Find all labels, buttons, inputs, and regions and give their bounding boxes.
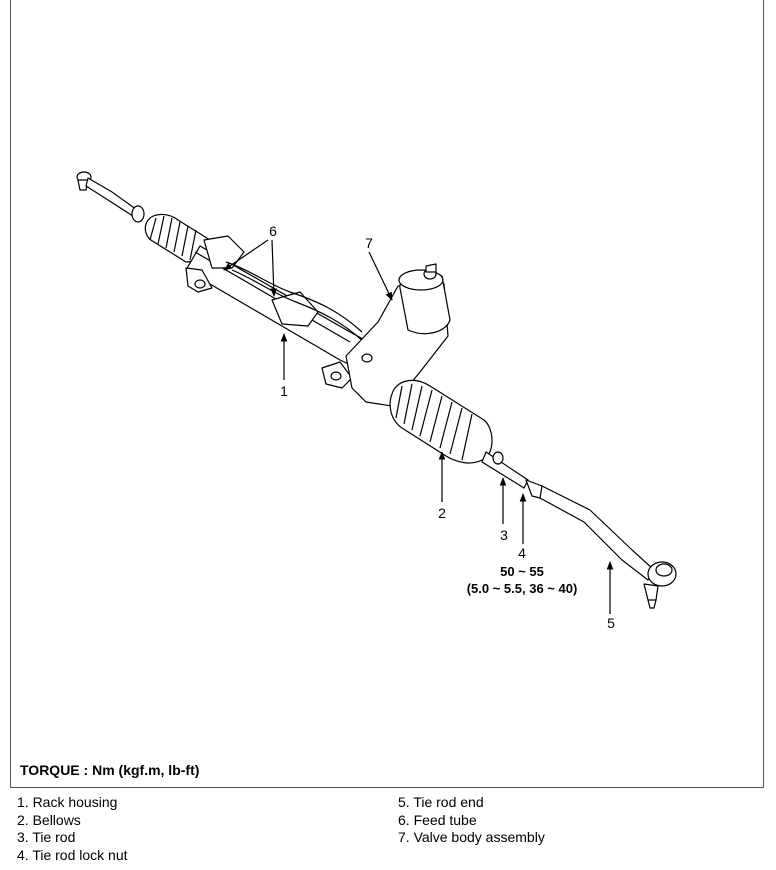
callout-7: 7 <box>365 235 373 251</box>
legend-item-tie-rod: 3. Tie rod <box>17 829 76 845</box>
callout-5: 5 <box>607 615 615 631</box>
torque-value: 50 ~ 55 <box>500 564 544 579</box>
right-tie-rod <box>481 451 529 489</box>
right-tie-rod-end <box>539 485 677 609</box>
leader-7 <box>368 251 393 301</box>
legend-item-tie-rod-lock-nut: 4. Tie rod lock nut <box>17 846 128 863</box>
callout-2: 2 <box>438 505 446 521</box>
legend-right: 5. Tie rod end 6. Feed tube 7. Valve bod… <box>398 794 545 847</box>
legend-item-tie-rod-end: 5. Tie rod end <box>398 794 484 810</box>
torque-units-title: TORQUE : Nm (kgf.m, lb-ft) <box>20 762 200 778</box>
diagram-frame <box>10 0 764 788</box>
callout-1: 1 <box>280 383 288 399</box>
steering-gear-diagram: 1 2 3 4 5 6 7 50 ~ 55 (5.0 ~ 5.5, 36 ~ 4… <box>76 171 677 631</box>
callout-3: 3 <box>500 527 508 543</box>
leader-6b <box>270 239 278 297</box>
callout-4: 4 <box>518 545 526 561</box>
legend-item-bellows: 2. Bellows <box>17 811 81 828</box>
legend-item-rack-housing: 1. Rack housing <box>17 794 118 810</box>
feed-tubes <box>225 261 365 343</box>
left-tie-rod-end <box>76 171 145 223</box>
legend-item-valve-body-assembly: 7. Valve body assembly <box>398 829 545 845</box>
valve-body-assembly <box>345 263 451 407</box>
callout-6: 6 <box>269 223 277 239</box>
legend-item-feed-tube: 6. Feed tube <box>398 811 477 828</box>
right-bellows <box>389 379 493 464</box>
torque-value-converted: (5.0 ~ 5.5, 36 ~ 40) <box>467 581 578 596</box>
legend-left: 1. Rack housing 2. Bellows 3. Tie rod 4.… <box>17 794 128 864</box>
leader-6a <box>223 239 269 271</box>
